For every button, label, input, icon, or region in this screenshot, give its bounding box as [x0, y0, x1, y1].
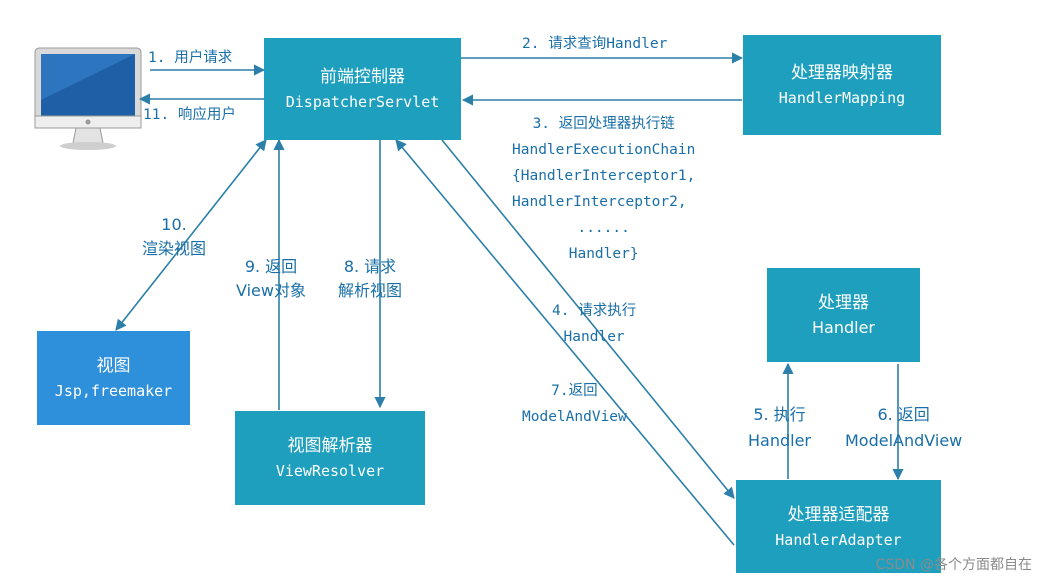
label-step5: 5. 执行 Handler [748, 402, 811, 454]
dispatcher-title: 前端控制器 [320, 67, 405, 87]
label-step4-line1: 4. 请求执行 [552, 303, 637, 319]
view-box: 视图 Jsp,freemaker [37, 331, 190, 425]
label-step10-line1: 10. [161, 215, 187, 234]
label-step8-line2: 解析视图 [338, 281, 403, 300]
label-step1: 1. 用户请求 [148, 50, 233, 66]
label-step7-line2: ModelAndView [522, 409, 627, 425]
mapping-title: 处理器映射器 [791, 63, 893, 83]
label-step10-line2: 渲染视图 [142, 239, 207, 258]
label-step8-line1: 8. 请求 [343, 257, 397, 276]
adapter-subtitle: HandlerAdapter [775, 530, 902, 549]
dispatcher-subtitle: DispatcherServlet [285, 93, 440, 111]
label-step7: 7.返回 ModelAndView [522, 378, 627, 430]
label-step4-line2: Handler [563, 329, 625, 345]
label-step3-line2: HandlerExecutionChain [512, 142, 696, 158]
label-step2: 2. 请求查询Handler [522, 36, 668, 52]
handler-title: 处理器 [818, 293, 869, 313]
resolver-subtitle: ViewResolver [275, 462, 385, 480]
view-title: 视图 [96, 356, 131, 376]
handler-adapter-box: 处理器适配器 HandlerAdapter [736, 480, 941, 573]
arrow-return-modelandview [395, 139, 735, 546]
label-step8: 8. 请求 解析视图 [338, 255, 402, 303]
label-step3: 3. 返回处理器执行链 HandlerExecutionChain {Handl… [512, 111, 695, 267]
label-step9: 9. 返回 View对象 [236, 255, 306, 303]
mapping-subtitle: HandlerMapping [778, 89, 906, 107]
label-step3-line5: ...... [577, 220, 630, 236]
arrow-render-view [115, 139, 267, 331]
view-resolver-box: 视图解析器 ViewResolver [235, 411, 425, 505]
label-step3-line4: HandlerInterceptor2, [512, 194, 687, 210]
label-step10: 10. 渲染视图 [142, 213, 206, 261]
view-subtitle: Jsp,freemaker [54, 382, 173, 400]
label-step3-line3: {HandlerInterceptor1, [512, 168, 696, 184]
label-step3-line6: Handler} [568, 246, 639, 262]
monitor-icon [34, 47, 142, 150]
resolver-title: 视图解析器 [287, 436, 373, 456]
adapter-title: 处理器适配器 [787, 504, 890, 525]
handler-box: 处理器 Handler [767, 268, 920, 362]
label-step7-line1: 7.返回 [551, 383, 598, 399]
label-step5-line1: 5. 执行 [753, 405, 806, 424]
handler-mapping-box: 处理器映射器 HandlerMapping [743, 35, 941, 135]
label-step5-line2: Handler [748, 431, 811, 450]
label-step4: 4. 请求执行 Handler [552, 298, 636, 350]
handler-subtitle: Handler [812, 318, 875, 337]
watermark: CSDN @各个方面都自在 [875, 557, 1032, 573]
label-step9-line2: View对象 [236, 281, 306, 300]
arrow-execute-handler [441, 139, 735, 499]
label-step9-line1: 9. 返回 [244, 257, 298, 276]
dispatcher-servlet-box: 前端控制器 DispatcherServlet [264, 38, 461, 140]
label-step6-line1: 6. 返回 [877, 405, 930, 424]
label-step3-line1: 3. 返回处理器执行链 [532, 116, 675, 132]
label-step6-line2: ModelAndView [845, 431, 963, 450]
label-step11: 11. 响应用户 [143, 107, 236, 123]
label-step6: 6. 返回 ModelAndView [845, 402, 962, 454]
